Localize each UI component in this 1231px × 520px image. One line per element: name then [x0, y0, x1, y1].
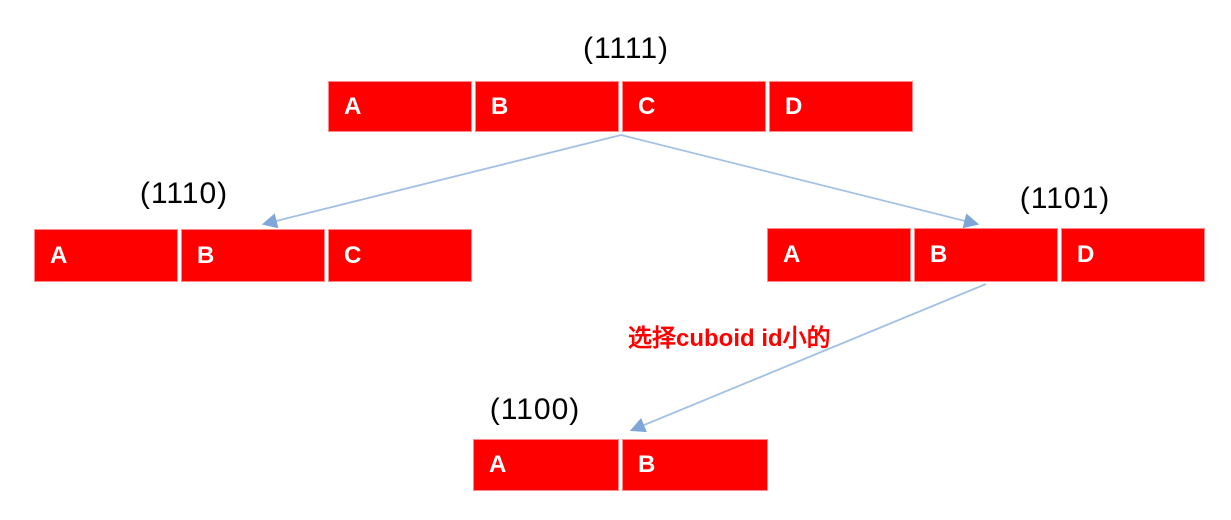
- dimension-cell-A: A: [473, 439, 619, 491]
- dimension-cell-B: B: [622, 439, 768, 491]
- cuboid-id-label-1110: (1110): [139, 177, 229, 210]
- dimension-cell-D: D: [1061, 228, 1205, 282]
- dimension-cell-C: C: [622, 81, 766, 132]
- dimension-cell-A: A: [328, 81, 472, 132]
- cuboid-id-label-1101: (1101): [1019, 182, 1111, 215]
- arrow-1111-to-1101: [620, 134, 980, 229]
- cuboid-id-label-1111: (1111): [582, 32, 670, 65]
- dimension-cell-D: D: [769, 81, 913, 132]
- annotation-select-smaller-cuboid-id: 选择cuboid id小的: [628, 325, 831, 352]
- dimension-cell-C: C: [328, 229, 472, 282]
- cuboid-id-label-1100: (1100): [489, 393, 581, 426]
- dimension-cell-A: A: [34, 229, 178, 282]
- dimension-cell-B: B: [475, 81, 619, 132]
- dimension-cell-B: B: [181, 229, 325, 282]
- dimension-cell-A: A: [767, 228, 911, 282]
- arrow-1101-to-1100: [629, 283, 987, 433]
- arrow-1111-to-1110: [261, 134, 622, 229]
- dimension-cell-B: B: [914, 228, 1058, 282]
